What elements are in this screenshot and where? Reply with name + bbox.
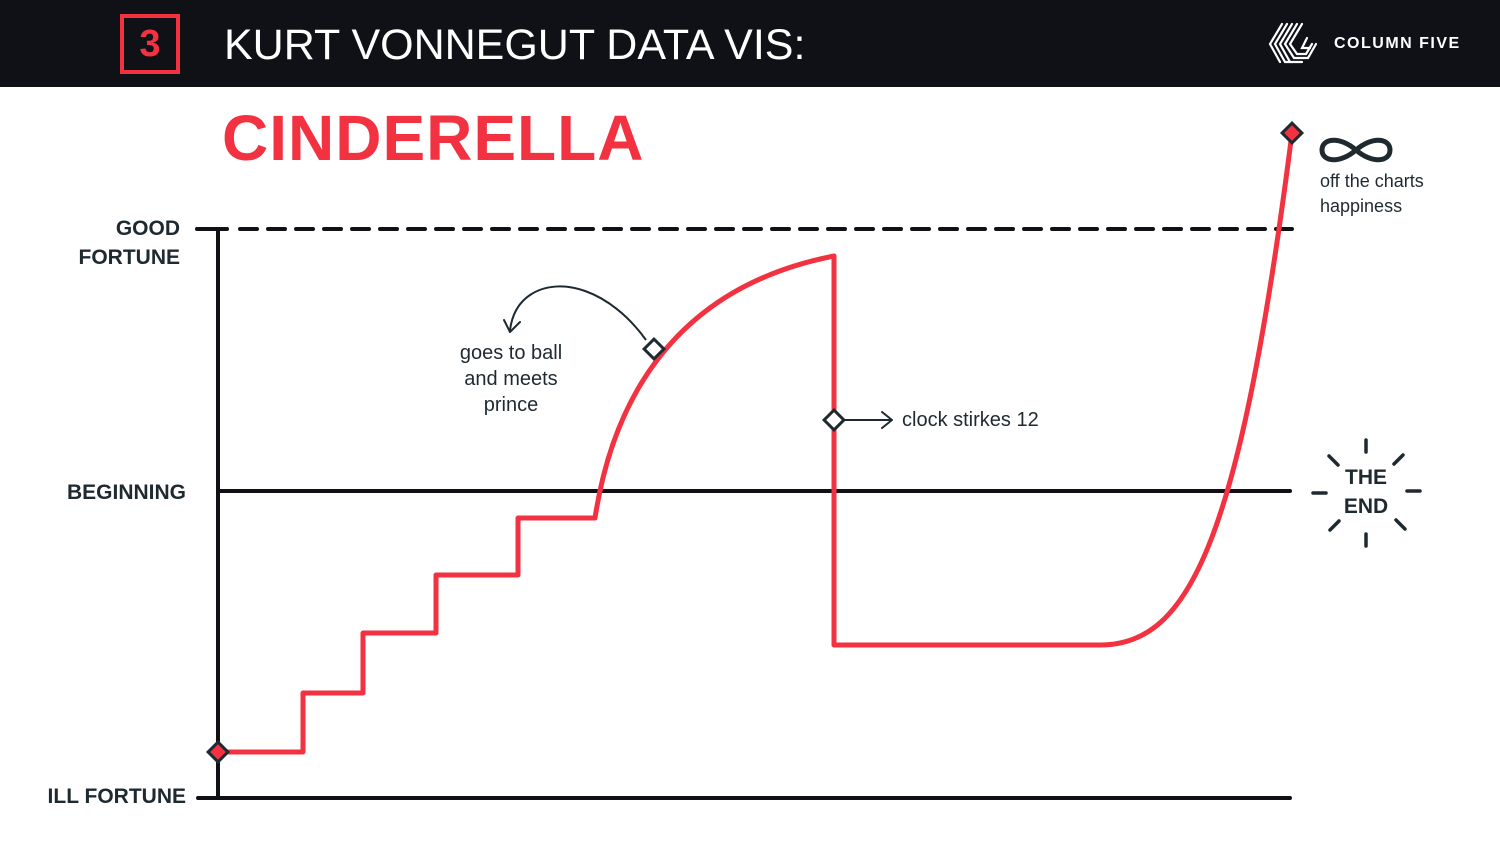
axis-label-good-fortune: GOOD FORTUNE [79, 214, 181, 272]
axis-label-beginning: BEGINNING [66, 481, 186, 504]
fortune-curve [215, 130, 1295, 755]
infinity-annotation: off the charts happiness [1320, 169, 1424, 219]
clock-arrowhead-icon [881, 411, 893, 429]
brand-name: COLUMN FIVE [1334, 35, 1461, 52]
the-end-line1: THE [1345, 466, 1387, 489]
clock-annotation: clock stirkes 12 [902, 409, 1039, 431]
infinity-annotation-line2: happiness [1320, 196, 1403, 216]
brand-logo: COLUMN FIVE [1266, 18, 1461, 70]
ball-arrow [509, 285, 647, 341]
start-marker [205, 739, 231, 765]
axis-label-good: GOOD [115, 217, 180, 240]
clock-marker [821, 407, 847, 433]
the-end-line2: END [1343, 495, 1389, 518]
column-five-logo-icon [1268, 22, 1318, 64]
ball-annotation: goes to ball and meets prince [440, 340, 582, 418]
chart-number-badge: 3 [120, 14, 180, 74]
ball-annotation-line2: and meets [464, 368, 558, 390]
peak-marker [1279, 120, 1305, 146]
header-bar: 3 KURT VONNEGUT DATA VIS: COLUMN FIVE [0, 0, 1500, 87]
ball-marker [641, 336, 667, 362]
the-end-burst-icon [1311, 438, 1422, 548]
infinity-icon [1319, 137, 1393, 163]
ball-annotation-line1: goes to ball [459, 342, 563, 364]
ball-annotation-line3: prince [483, 394, 539, 416]
infinity-annotation-line1: off the charts [1320, 171, 1424, 191]
story-title: CINDERELLA [222, 102, 645, 174]
axis-label-ill-fortune: ILL FORTUNE [47, 785, 186, 808]
axis-label-fortune: FORTUNE [78, 246, 181, 269]
the-end-label: THE END [1326, 463, 1406, 521]
header-title: KURT VONNEGUT DATA VIS: [224, 21, 806, 69]
ball-arrowhead-icon [503, 319, 521, 333]
